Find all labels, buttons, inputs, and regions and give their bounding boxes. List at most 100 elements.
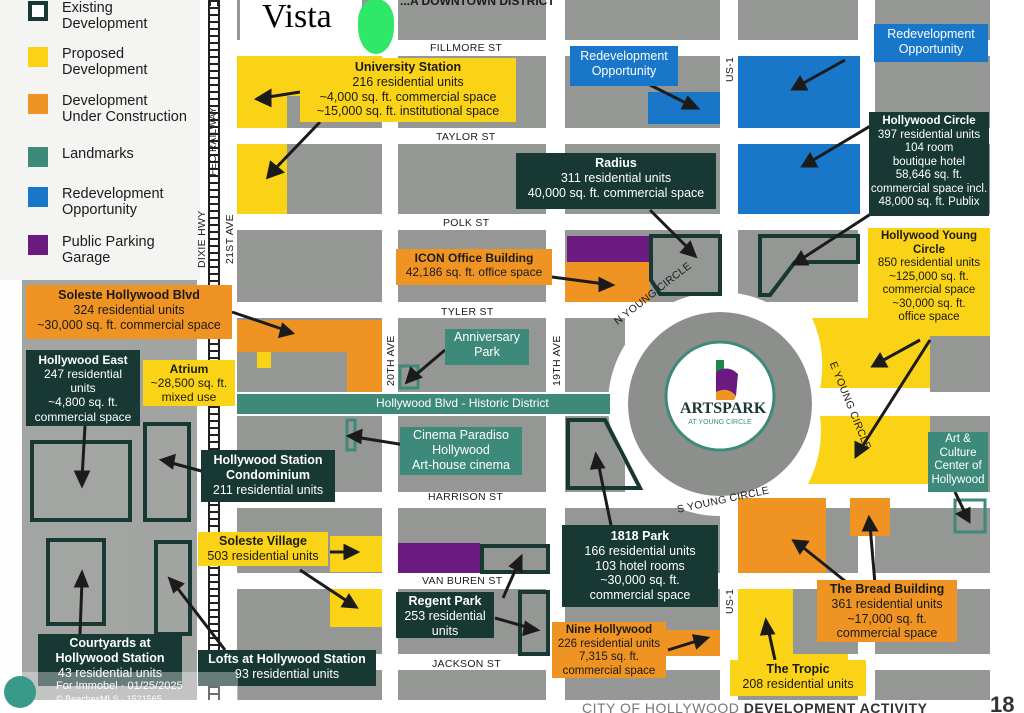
vista-header-box: Vista (240, 0, 362, 40)
callout-line: commercial space incl. (870, 182, 988, 195)
callout-line: 58,646 sq. ft. (895, 169, 963, 182)
callout-line: Art & (945, 433, 971, 445)
legend-item: Development Under Construction (28, 93, 187, 125)
callout-title: Radius (595, 156, 637, 170)
mls-logo-icon (4, 676, 36, 708)
callout-line: 93 residential units (234, 666, 340, 681)
callout-line: units (70, 381, 96, 396)
callout-title: Atrium (169, 362, 209, 376)
callout-title: Nine Hollywood (565, 624, 653, 636)
callout-title: University Station (354, 60, 462, 74)
callout-line: 211 residential units (212, 482, 324, 497)
street-us1-bottom: US-1 (724, 588, 736, 614)
callout-line: Hollywood (931, 473, 985, 486)
callout-line: 311 residential units (560, 170, 672, 185)
street-polk: POLK ST (443, 217, 490, 229)
label-atrium: Atrium~28,500 sq. ft.mixed use (143, 360, 235, 406)
artspark-sub: AT YOUNG CIRCLE (688, 418, 752, 426)
watermark-line1: For Immobel · 01/25/2025 (56, 680, 183, 692)
callout-line: 226 residential units (557, 637, 661, 650)
callout-line: ~30,000 sq. ft. (892, 297, 966, 310)
street-us1-top: US-1 (724, 56, 736, 82)
callout-line: boutique hotel (892, 155, 966, 168)
callout-line: mixed use (161, 390, 217, 405)
legend-swatch (28, 94, 48, 114)
callout-line: 850 residential units (877, 257, 981, 270)
legend-swatch (28, 147, 48, 167)
callout-line: ~125,000 sq. ft. (889, 270, 969, 283)
watermark-line2: © BeachesMLS · 1521565 (56, 694, 162, 704)
callout-line: Hollywood (432, 442, 490, 457)
legend-label: Development Under Construction (62, 93, 187, 126)
callout-line: ~17,000 sq. ft. (847, 611, 927, 626)
street-19th-ave: 19TH AVE (551, 335, 563, 386)
callout-line: commercial space (34, 409, 132, 424)
callout-title: Lofts at Hollywood Station (208, 652, 366, 666)
callout-line: 7,315 sq. ft. (578, 651, 640, 664)
legend-swatch (28, 47, 48, 67)
legend-swatch (28, 235, 48, 255)
pointer-arrows (73, 58, 971, 661)
legend-item: Landmarks (28, 146, 134, 167)
callout-title: The Tropic (766, 662, 830, 676)
callout-title: The Bread Building (829, 582, 945, 596)
callout-line: ~4,800 sq. ft. (48, 395, 118, 410)
callout-line: Anniversary (454, 330, 520, 344)
callout-line: Redevelopment (887, 27, 975, 41)
callout-title: Soleste Hollywood Blvd (58, 288, 200, 302)
callout-line: 166 residential units (584, 543, 696, 558)
callout-line: Art-house cinema (412, 457, 510, 472)
legend-panel (0, 0, 200, 280)
legend-swatch (28, 187, 48, 207)
artspark-title: ARTSPARK AT YOUNG CIRCLE (680, 400, 767, 427)
callout-line: 42,186 sq. ft. office space (405, 265, 543, 280)
cut-title: ...A DOWNTOWN DISTRICT (400, 0, 555, 8)
callout-title: 1818 Park (610, 529, 670, 543)
footer-title-bold: DEVELOPMENT ACTIVITY (743, 700, 928, 713)
street-jackson: JACKSON ST (432, 658, 501, 670)
callout-line: ~28,500 sq. ft. (150, 376, 228, 391)
legend-label: Public Parking Garage (62, 234, 155, 267)
callout-title: Hollywood Station Condominium (213, 453, 323, 482)
footer-title-plain: CITY OF HOLLYWOOD (582, 700, 740, 713)
callout-line: 103 hotel rooms (595, 558, 685, 573)
callout-line: Park (474, 344, 500, 359)
legend-label: Redevelopment Opportunity (62, 186, 164, 219)
callout-line: 40,000 sq. ft. commercial space (527, 185, 705, 200)
legend-item: Proposed Development (28, 46, 147, 78)
callout-line: office space (898, 311, 960, 324)
artspark-name: ARTSPARK (680, 400, 767, 417)
callout-line: ~15,000 sq. ft. institutional space (316, 104, 500, 119)
street-harrison: HARRISON ST (428, 491, 504, 503)
street-fec-railway: FEC RAILWAY (208, 106, 219, 176)
street-van-buren: VAN BUREN ST (422, 575, 503, 587)
mls-watermark: For Immobel · 01/25/2025 © BeachesMLS · … (0, 672, 238, 713)
callout-title: Courtyards at Hollywood Station (55, 636, 165, 665)
legend-swatch (28, 1, 48, 21)
callout-line: Culture (939, 446, 977, 459)
legend-label: Existing Development (62, 0, 148, 33)
callout-line: ~30,000 sq. ft. (600, 573, 680, 588)
page-number: 18 (990, 692, 1015, 713)
street-hollywood-blvd: Hollywood Blvd - Historic District (376, 396, 549, 410)
callout-line: ~4,000 sq. ft. commercial space (319, 89, 497, 104)
street-fillmore: FILLMORE ST (430, 42, 503, 54)
callout-line: Center of (934, 460, 982, 473)
redevelopment-areas (648, 56, 860, 214)
callout-line: 43 residential units (57, 665, 163, 680)
callout-title: Regent Park (408, 594, 482, 608)
callout-line: Opportunity (591, 63, 657, 78)
